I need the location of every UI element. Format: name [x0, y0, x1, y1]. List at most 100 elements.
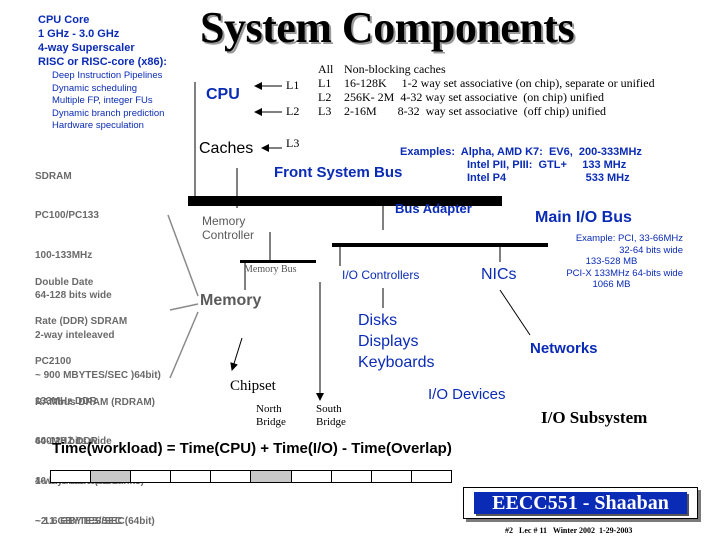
- cache-desc: 256K- 2M 4-32 way set associative (on ch…: [344, 90, 604, 104]
- cache-level: L2: [318, 90, 332, 104]
- course-title: EECC551 - Shaaban: [474, 492, 687, 514]
- sdram-line: ~ 900 MBYTES/SEC )64bit): [35, 370, 161, 382]
- cache-info: All Non-blocking caches L1 16-128K 1-2 way…: [318, 62, 655, 118]
- cache-info-row: L2 256K- 2M 4-32 way set associative (on …: [318, 90, 655, 104]
- timeline-segment: [372, 471, 412, 482]
- timeline-segment: [51, 471, 92, 482]
- cache-info-row: L1 16-128K 1-2 way set associative (on ch…: [318, 76, 655, 90]
- cpu-features: Deep Instruction Pipelines Dynamic sched…: [52, 70, 164, 133]
- timeline-segment: [251, 471, 292, 482]
- networks-link: [499, 289, 531, 336]
- cache-info-row: L3 2-16M 8-32 way set associative (off ch…: [318, 104, 655, 118]
- cpu-feature: Dynamic scheduling: [52, 82, 138, 94]
- io-devices-list: Disks Displays Keyboards: [358, 310, 435, 373]
- l3-label: L3: [286, 136, 300, 150]
- nics-label: NICs: [481, 266, 517, 283]
- pci-line: 32-64 bits wide: [619, 244, 683, 256]
- slide-footer: #2 Lec # 11 Winter 2002 1-29-2003: [505, 526, 633, 535]
- io-devices-label: I/O Devices: [428, 386, 506, 403]
- memory-label: Memory: [200, 292, 262, 309]
- cpu-label: CPU: [206, 86, 240, 103]
- timeline-segment: [412, 471, 451, 482]
- south-bridge-line: Bridge: [316, 416, 346, 428]
- timeline-segment: [332, 471, 372, 482]
- io-subsystem-label: I/O Subsystem: [541, 408, 648, 427]
- timeline-segment: [131, 471, 172, 482]
- examples-text: Alpha, AMD K7: EV6, 200-333MHz: [460, 146, 642, 158]
- pci-line: 1066 MB: [592, 279, 631, 290]
- l1-label: L1: [286, 78, 300, 92]
- cpu-feature: Hardware speculation: [52, 120, 144, 131]
- course-badge: EECC551 - Shaaban: [463, 487, 698, 519]
- memory-controller-line: Memory: [202, 214, 246, 228]
- sdram-line: 2-way inteleaved: [35, 330, 115, 342]
- bus-examples: Examples: Alpha, AMD K7: EV6, 200-333MHz…: [400, 146, 642, 185]
- pci-info: Example: PCI, 33-66MHz 32-64 bits wide 1…: [540, 233, 683, 291]
- cpu-info-line: CPU Core: [38, 14, 90, 26]
- pci-line: 133-528 MB: [585, 256, 638, 267]
- examples-label: Examples:: [400, 146, 456, 158]
- timeline-segment: [91, 471, 132, 482]
- memory-controller-line: Controller: [202, 228, 255, 242]
- chipset-arrow: [230, 337, 243, 371]
- south-bridge-label: South Bridge: [316, 403, 346, 429]
- io-device-item: Displays: [358, 333, 419, 350]
- cpu-info: CPU Core 1 GHz - 3.0 GHz 4-way Superscal…: [38, 13, 167, 69]
- networks-label: Networks: [530, 340, 598, 357]
- main-io-bus-bar: [332, 243, 548, 247]
- examples-row: Examples: Alpha, AMD K7: EV6, 200-333MHz: [400, 146, 642, 159]
- caches-label: Caches: [199, 140, 254, 157]
- ddr-leader: [169, 303, 199, 311]
- pci-line: Example: PCI, 33-66MHz: [575, 233, 683, 244]
- sdram-line: SDRAM: [35, 170, 72, 182]
- north-bridge-line: Bridge: [256, 416, 286, 428]
- io-device-item: Keyboards: [358, 354, 435, 371]
- memory-controller-label: Memory Controller: [202, 214, 254, 242]
- sdram-line: PC100/PC133: [35, 210, 99, 222]
- cache-level: All: [318, 62, 334, 76]
- cpu-info-line: RISC or RISC-core (x86):: [38, 56, 167, 68]
- io-device-item: Disks: [358, 312, 398, 329]
- cache-desc: Non-blocking caches: [344, 62, 446, 76]
- memory-bus-label: Memory Bus: [244, 264, 297, 275]
- bus-adapter-label: Bus Adapter: [395, 201, 472, 216]
- cache-desc: 2-16M 8-32 way set associative (off chip…: [344, 104, 607, 118]
- sdram-line: 64-128 bits wide: [35, 290, 112, 302]
- rambus-line: ~ 1.6 GBYTES/SEC: [35, 516, 125, 528]
- cache-level: L3: [318, 104, 332, 118]
- north-bridge-line: North: [256, 403, 282, 415]
- examples-row: Intel P4 533 MHz: [467, 172, 630, 184]
- sdram-info: SDRAM PC100/PC133 100-133MHz 64-128 bits…: [35, 143, 161, 396]
- south-bridge-line: South: [316, 403, 342, 415]
- cache-desc: 16-128K 1-2 way set associative (on chip…: [344, 76, 655, 90]
- memory-bus-bar: [240, 260, 316, 263]
- cpu-feature: Multiple FP, integer FUs: [52, 95, 153, 106]
- timeline-segment: [171, 471, 212, 482]
- rambus-leader: [169, 311, 199, 379]
- time-equation: Time(workload) = Time(CPU) + Time(I/O) -…: [52, 440, 452, 457]
- timeline-bar: [50, 470, 452, 483]
- ddr-line: ~2.1 GBYTES/SEC (64bit): [35, 515, 155, 527]
- ddr-line: 133MHz DDR: [35, 396, 97, 408]
- timeline-segment: [211, 471, 252, 482]
- sdram-line: 100-133MHz: [35, 250, 93, 262]
- cpu-feature: Dynamic branch prediction: [52, 107, 165, 119]
- cpu-feature: Deep Instruction Pipelines: [52, 70, 163, 81]
- io-controllers-label: I/O Controllers: [342, 268, 420, 282]
- cpu-info-line: 1 GHz - 3.0 GHz: [38, 28, 120, 40]
- main-io-bus-label: Main I/O Bus: [535, 209, 632, 226]
- chipset-label: Chipset: [230, 378, 276, 394]
- rambus-line: 400MHZ DDR: [35, 436, 98, 448]
- pci-line: PCI-X 133MHz 64-bits wide: [566, 267, 683, 279]
- ddr-line: Rate (DDR) SDRAM: [35, 316, 128, 328]
- cache-level: L1: [318, 76, 332, 90]
- cache-info-row: All Non-blocking caches: [318, 62, 655, 76]
- front-system-bus-label: Front System Bus: [274, 164, 403, 181]
- cpu-info-line: 4-way Superscaler: [38, 42, 135, 54]
- l2-label: L2: [286, 104, 300, 118]
- sdram-leader: [167, 214, 199, 297]
- ddr-line: 64-128 bits wide: [35, 436, 112, 448]
- north-bridge-label: North Bridge: [256, 403, 286, 429]
- ddr-line: PC2100: [35, 356, 72, 368]
